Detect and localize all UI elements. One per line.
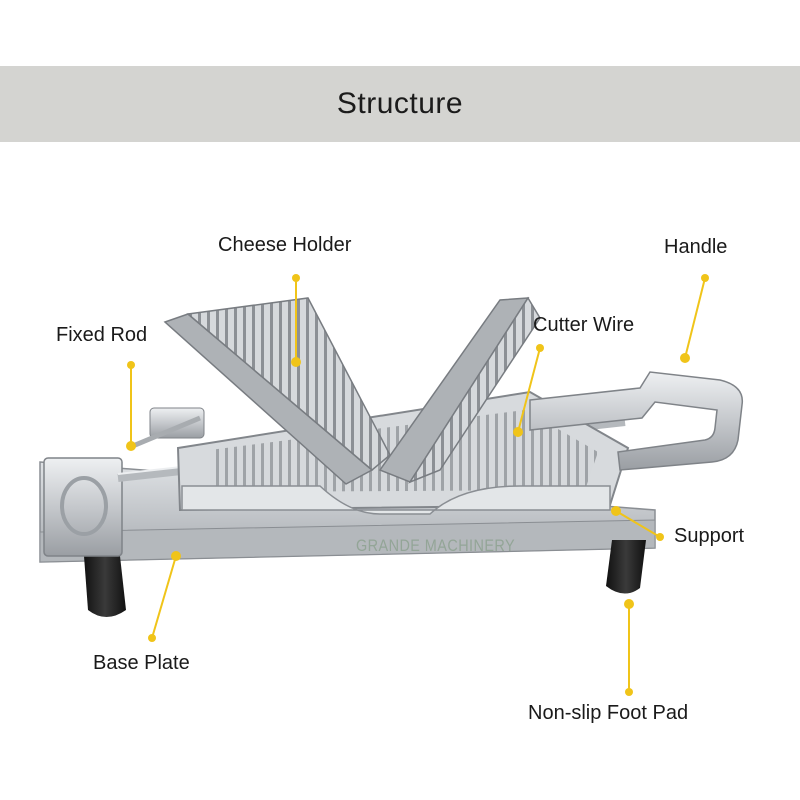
- handle: [529, 371, 744, 471]
- label-handle: Handle: [664, 236, 728, 258]
- label-cheese-holder: Cheese Holder: [218, 234, 352, 256]
- label-foot-pad: Non-slip Foot Pad: [528, 702, 689, 724]
- foot-pads: [84, 540, 646, 617]
- front-rail: [181, 485, 611, 515]
- label-base-plate: Base Plate: [93, 652, 190, 674]
- cheese-holder: [163, 296, 541, 485]
- page-title: Structure: [336, 87, 464, 120]
- watermark: GRANDE MACHINERY: [356, 536, 516, 555]
- label-support: Support: [674, 525, 745, 547]
- title-banner: Structure: [0, 66, 800, 142]
- label-cutter-wire: Cutter Wire: [533, 314, 635, 336]
- leader-lines: [126, 274, 709, 696]
- label-fixed-rod: Fixed Rod: [56, 324, 148, 346]
